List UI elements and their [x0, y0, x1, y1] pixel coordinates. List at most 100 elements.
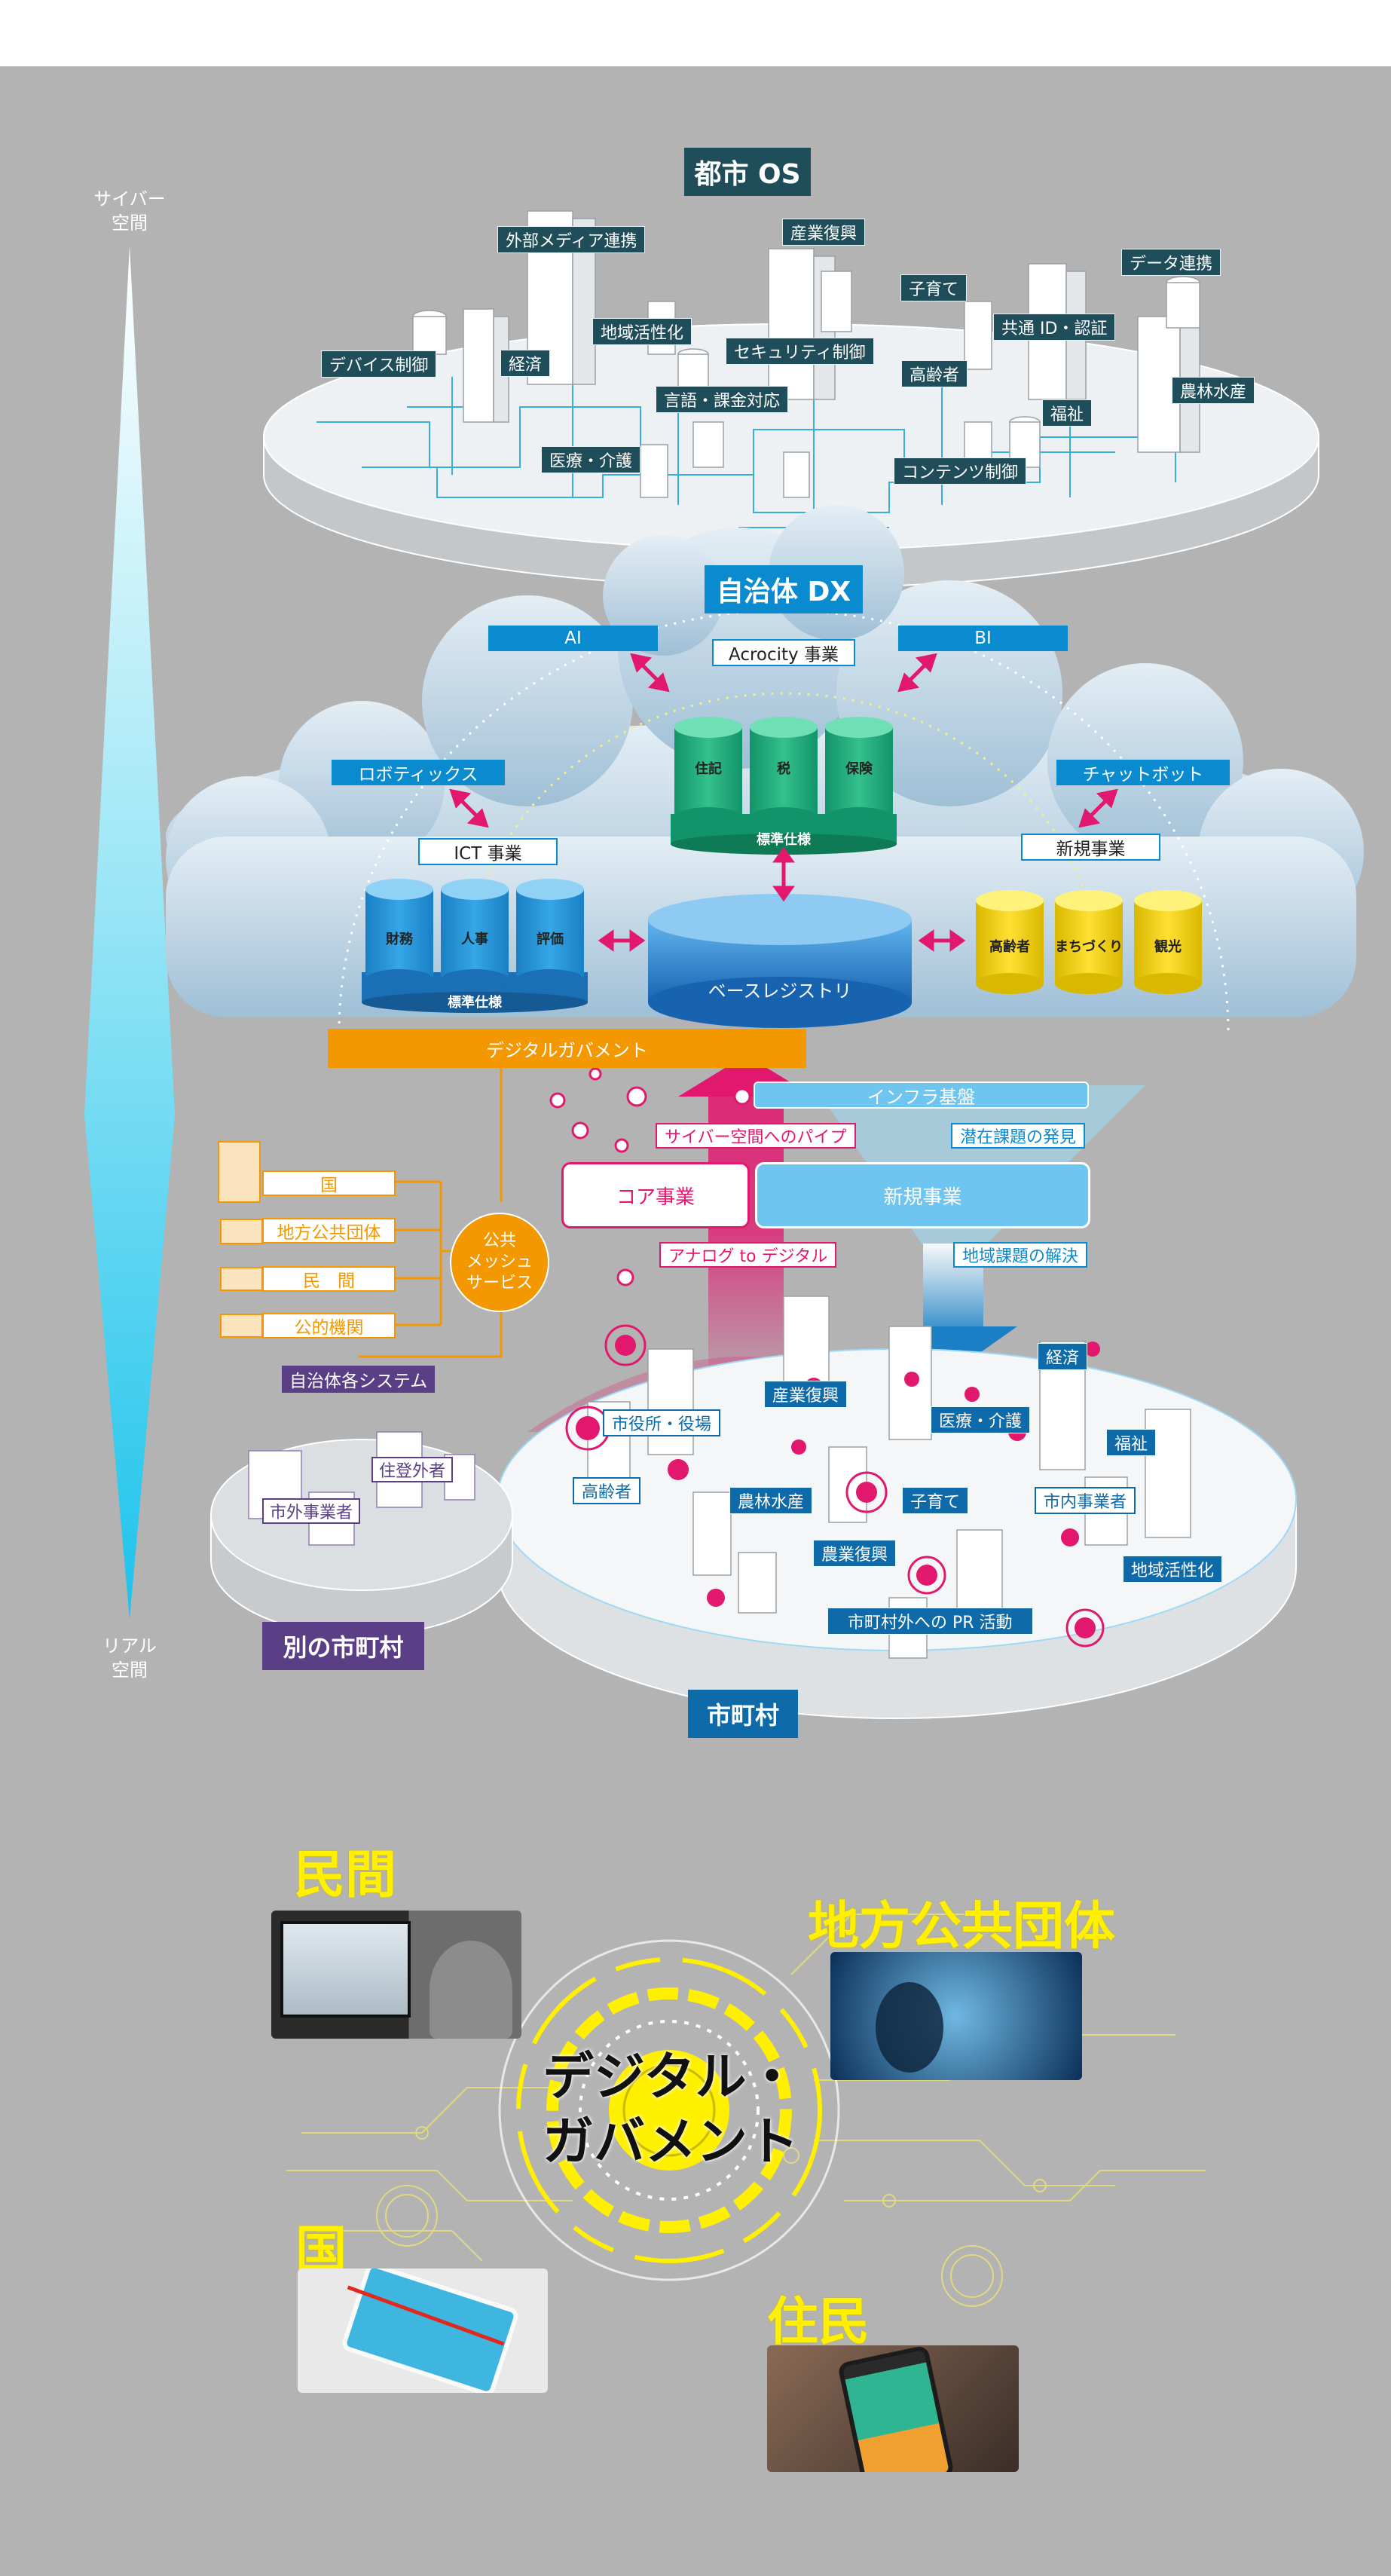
photo-tv-screen: [280, 1921, 411, 2018]
public-mesh-label: 公共 メッシュ サービス: [454, 1228, 545, 1296]
cyber-space-line1: サイバー: [93, 188, 166, 210]
city-agri-revival: 農業復興: [813, 1540, 897, 1567]
real-space-line2: 空間: [112, 1660, 148, 1681]
analog-digital-label: アナログ to デジタル: [659, 1242, 837, 1268]
orange-building-icons: [218, 1141, 263, 1338]
city-os-title: 都市 OS: [684, 148, 811, 196]
city-os-language-billing: 言語・課金対応: [656, 386, 789, 413]
city-os-medical-care: 医療・介護: [541, 446, 641, 473]
cyber-space-label: サイバー 空間: [84, 187, 175, 235]
connection-arrows: [449, 653, 1118, 952]
public-mesh-line1: 公共: [482, 1231, 516, 1250]
photo-phone: [340, 2269, 521, 2393]
city-agri-forest: 農林水産: [729, 1487, 813, 1514]
digital-government-line1: デジタル・: [543, 2048, 798, 2107]
city-os-platform: [263, 210, 1319, 589]
real-space-line1: リアル: [102, 1635, 157, 1657]
city-os-external-media: 外部メディア連携: [497, 226, 646, 253]
infra-base-label: インフラ基盤: [754, 1081, 1089, 1109]
city-os-welfare: 福祉: [1042, 399, 1093, 427]
other-municipality-platform: [210, 1431, 513, 1636]
standard-spec-blue-db: [362, 879, 588, 1013]
digital-government-line2: ガバメント: [543, 2113, 799, 2172]
cyl-tourism: 観光: [1154, 939, 1182, 955]
cyl-blue-standard: 標準仕様: [448, 995, 502, 1011]
base-registry-label: ベースレジストリ: [708, 980, 852, 1002]
local-issue-label: 地域課題の解決: [953, 1242, 1088, 1268]
cyl-hr: 人事: [461, 932, 488, 947]
photo-person-silhouette: [430, 1941, 512, 2039]
dx-dome-outline: [338, 609, 1230, 1033]
cyl-evaluation: 評価: [537, 932, 564, 947]
city-os-childcare: 子育て: [900, 274, 968, 301]
digital-government-emblem: [498, 1939, 840, 2281]
new-business-yellow-db: [976, 890, 1202, 994]
municipal-systems-label: 自治体各システム: [282, 1366, 436, 1393]
core-business-box: コア事業: [561, 1162, 750, 1228]
city-hall: 市役所・役場: [603, 1409, 721, 1436]
city-childcare: 子育て: [902, 1487, 969, 1514]
dx-robotics: ロボティックス: [332, 760, 505, 785]
municipality-platform: [497, 1296, 1297, 1719]
public-mesh-line3: サービス: [466, 1274, 533, 1293]
city-os-shared-id: 共通 ID・認証: [993, 314, 1116, 341]
private-sector-photo: [271, 1911, 521, 2039]
stakeholder-private: 民間: [294, 1846, 397, 1905]
cyl-town-planning: まちづくり: [1055, 939, 1123, 955]
city-economy: 経済: [1038, 1343, 1088, 1370]
public-mesh-line2: メッシュ: [466, 1253, 533, 1271]
other-municipality-title: 別の市町村: [262, 1622, 424, 1670]
new-business-box: 新規事業: [755, 1162, 1090, 1228]
photo-hand-silhouette: [876, 1982, 943, 2073]
entity-private: 民 間: [262, 1266, 396, 1292]
cyl-green-standard: 標準仕様: [757, 832, 811, 848]
outside-business-label: 市外事業者: [262, 1498, 361, 1524]
country-photo: [298, 2269, 548, 2393]
city-os-regional-revival: 地域活性化: [592, 318, 692, 345]
latent-issue-label: 潜在課題の発見: [951, 1123, 1086, 1149]
entity-country: 国: [262, 1170, 396, 1196]
city-elderly: 高齢者: [573, 1477, 641, 1504]
stakeholder-residents: 住民: [767, 2293, 870, 2352]
cyl-finance: 財務: [386, 932, 413, 947]
cyber-real-axis: [84, 246, 175, 1619]
dx-ai: AI: [488, 626, 658, 651]
city-welfare: 福祉: [1106, 1429, 1157, 1456]
dx-title: 自治体 DX: [705, 565, 863, 613]
municipality-title: 市町村: [688, 1690, 798, 1738]
cyl-tax: 税: [777, 761, 790, 777]
city-os-data-link: データ連携: [1121, 249, 1221, 276]
entity-public-agency: 公的機関: [262, 1313, 396, 1338]
dx-ict: ICT 事業: [418, 838, 558, 865]
standard-spec-green-db: [671, 717, 897, 855]
city-os-economy: 経済: [500, 350, 551, 377]
city-os-device-control: デバイス制御: [321, 350, 437, 378]
real-space-label: リアル 空間: [84, 1634, 175, 1682]
city-os-elderly: 高齢者: [901, 360, 968, 387]
public-mesh-connectors: [358, 1066, 503, 1358]
cyl-insurance: 保険: [845, 761, 873, 777]
cyl-residence: 住記: [695, 761, 722, 777]
base-registry-db: [648, 894, 912, 1028]
entity-local-gov: 地方公共団体: [262, 1218, 396, 1244]
non-resident-registered-label: 住登外者: [371, 1457, 454, 1482]
dx-acrocity: Acrocity 事業: [712, 639, 855, 666]
dx-new-business: 新規事業: [1021, 834, 1160, 861]
cyl-elderly: 高齢者: [989, 939, 1030, 955]
photo-smartphone: [836, 2345, 955, 2472]
city-os-security-control: セキュリティ制御: [726, 338, 874, 365]
city-os-content-control: コンテンツ制御: [894, 457, 1027, 485]
city-os-agri-forest: 農林水産: [1172, 377, 1255, 404]
stakeholder-local-gov: 地方公共団体: [808, 1897, 1116, 1956]
cyber-space-line2: 空間: [112, 213, 148, 234]
public-mesh-circle: [450, 1213, 549, 1312]
city-os-industry-revival: 産業復興: [782, 219, 866, 246]
dx-bi: BI: [898, 626, 1068, 651]
cyber-pipe-label: サイバー空間へのパイプ: [656, 1123, 856, 1149]
city-industry-revival: 産業復興: [764, 1381, 848, 1408]
city-medical-care: 医療・介護: [931, 1406, 1031, 1433]
local-government-photo: [830, 1952, 1082, 2080]
digital-government-title: デジタル・ ガバメント: [543, 2042, 814, 2178]
residents-photo: [767, 2345, 1019, 2472]
